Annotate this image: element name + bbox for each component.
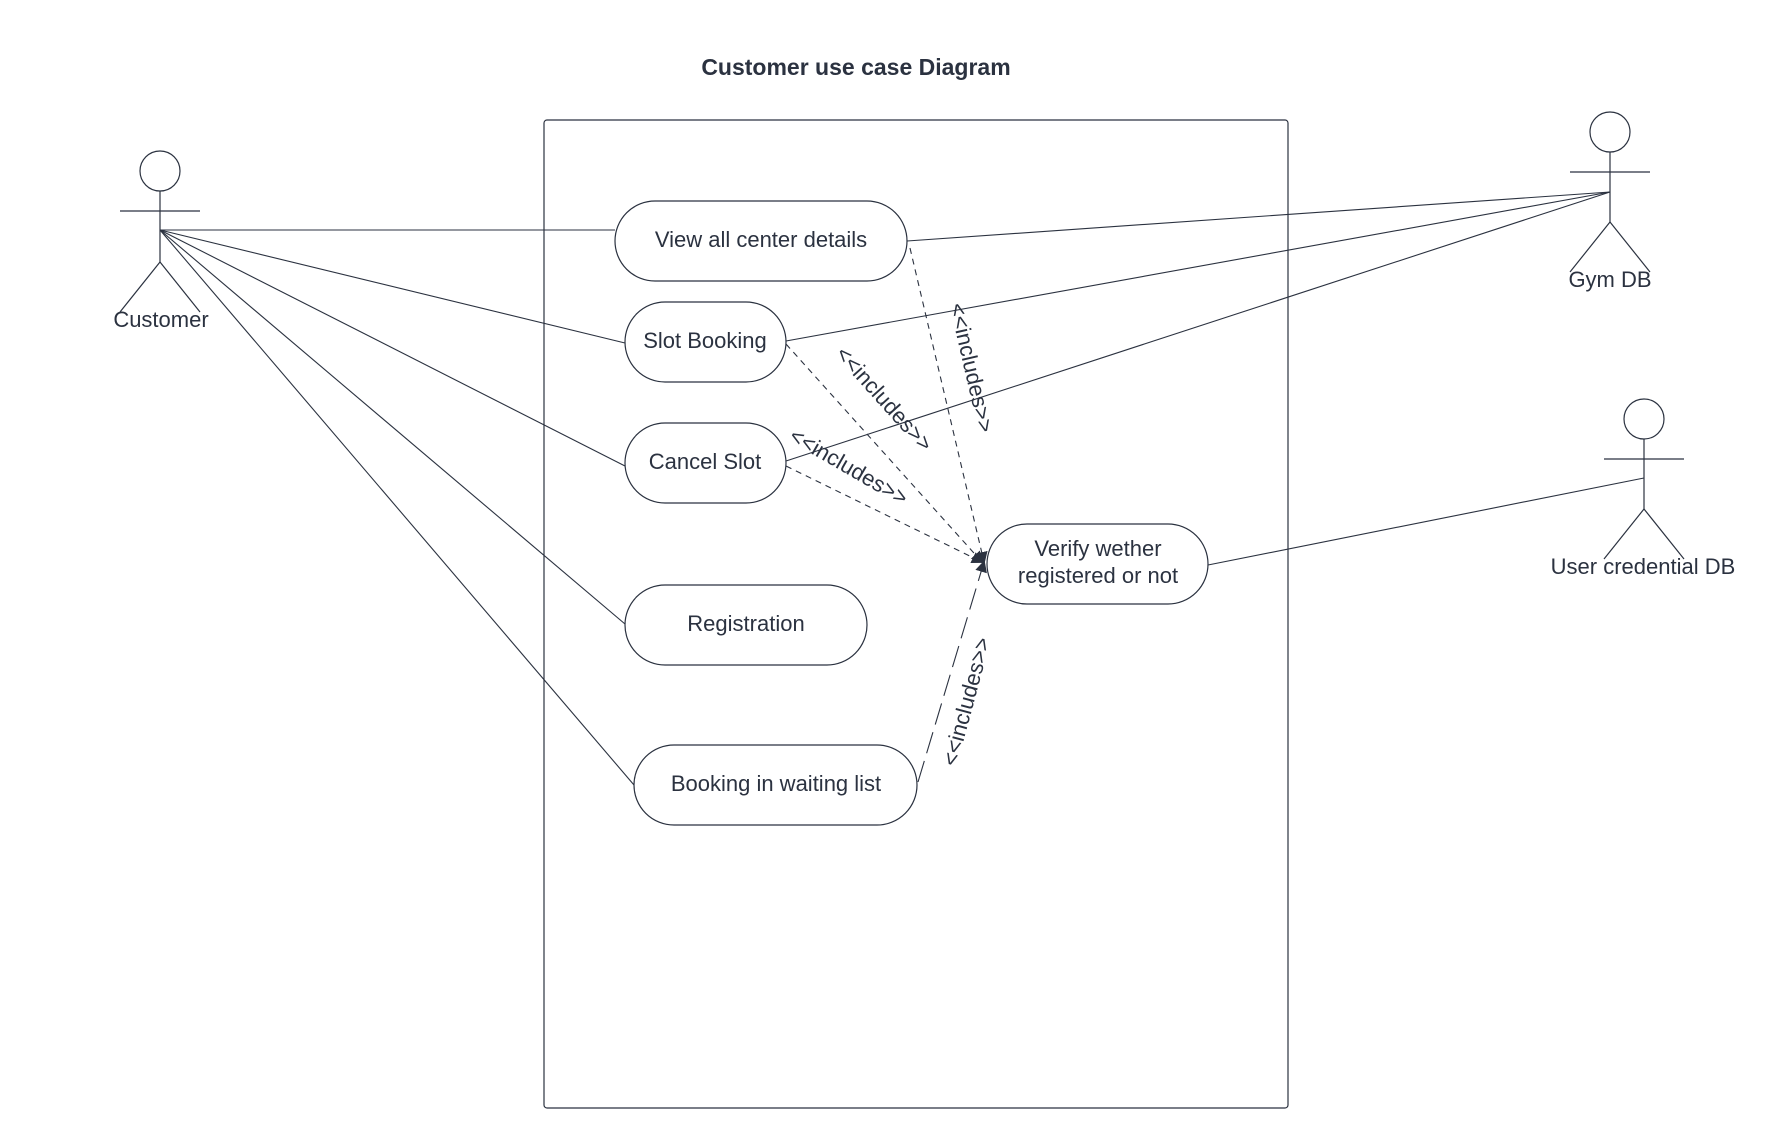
actor-head xyxy=(139,150,181,192)
use-case-verify-registered[interactable]: Verify wether registered or not xyxy=(986,523,1209,605)
actor-gym-db[interactable] xyxy=(1569,111,1651,273)
assoc-customer-waiting-list xyxy=(159,229,635,786)
actor-head xyxy=(1589,111,1631,153)
use-case-slot-booking[interactable]: Slot Booking xyxy=(624,301,787,383)
include-waiting-list-to-verify xyxy=(917,560,987,783)
use-case-registration[interactable]: Registration xyxy=(624,584,868,666)
use-case-label: Cancel Slot xyxy=(649,449,762,474)
actor-customer-label: Customer xyxy=(113,307,208,332)
diagram-title: Customer use case Diagram xyxy=(701,54,1011,80)
use-case-label-line1: Verify wether xyxy=(1034,536,1161,561)
assoc-gymdb-cancel-slot xyxy=(785,191,1611,462)
use-case-label: Booking in waiting list xyxy=(671,771,881,796)
use-case-label-line2: registered or not xyxy=(1018,563,1178,588)
assoc-customer-registration xyxy=(159,229,626,625)
include-view-to-verify xyxy=(909,247,988,564)
include-label-waiting-list: <<includes>> xyxy=(937,635,995,769)
use-case-cancel-slot[interactable]: Cancel Slot xyxy=(624,422,787,504)
actor-customer[interactable] xyxy=(119,150,201,313)
assoc-customer-cancel-slot xyxy=(159,229,626,467)
assoc-gymdb-view xyxy=(906,191,1611,242)
assoc-customer-slot-booking xyxy=(159,229,626,344)
include-slot-booking-to-verify xyxy=(785,343,984,564)
actor-gym-db-label: Gym DB xyxy=(1568,267,1651,292)
gymdb-associations xyxy=(785,191,1611,462)
use-case-label: Registration xyxy=(687,611,804,636)
assoc-credential-verify xyxy=(1207,477,1645,566)
actor-user-credential-db-label: User credential DB xyxy=(1551,554,1736,579)
use-case-view-center-details[interactable]: View all center details xyxy=(614,200,908,282)
use-case-label: Slot Booking xyxy=(643,328,767,353)
customer-associations xyxy=(159,229,635,786)
include-relations xyxy=(785,247,988,783)
include-label-slot-booking: <<includes>> xyxy=(831,341,938,456)
assoc-gymdb-slot-booking xyxy=(785,191,1611,342)
actor-head xyxy=(1623,398,1665,440)
actor-user-credential-db[interactable] xyxy=(1603,398,1685,560)
include-label-view: <<includes>> xyxy=(945,300,999,434)
use-case-booking-waiting-list[interactable]: Booking in waiting list xyxy=(633,744,918,826)
system-boundary xyxy=(543,119,1289,1109)
include-cancel-slot-to-verify xyxy=(785,465,984,563)
use-case-label: View all center details xyxy=(655,227,867,252)
